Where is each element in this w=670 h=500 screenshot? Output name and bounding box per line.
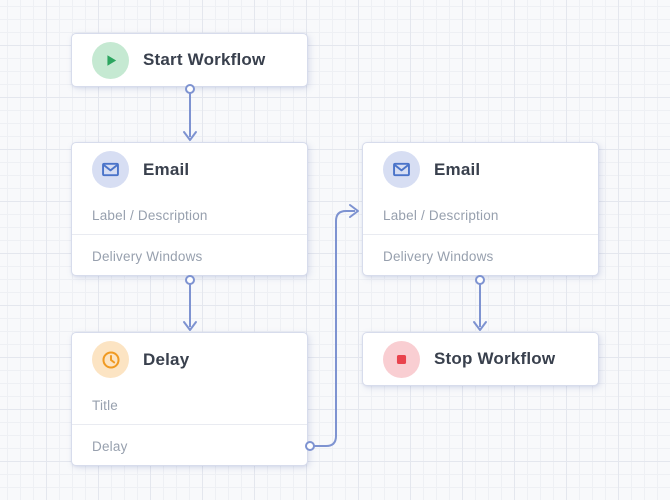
node-header: Start Workflow [72,34,307,86]
node-label-row[interactable]: Title [72,386,307,424]
node-header: Stop Workflow [363,333,598,385]
arrowhead-down-icon [473,321,487,331]
node-header: Delay [72,333,307,386]
connector-start-to-email-left [183,84,197,141]
divider [72,424,307,425]
node-label-row[interactable]: Label / Description [363,196,598,234]
connector-delay-to-email-right [305,204,359,451]
node-footer: Delivery Windows [383,248,494,264]
arrowhead-right-icon [349,204,359,218]
node-email-left[interactable]: Email Label / Description Delivery Windo… [71,142,308,276]
node-footer-row[interactable]: Delay [72,425,307,467]
connector-handle[interactable] [475,275,485,285]
envelope-icon [383,151,420,188]
connector-line [314,210,355,447]
node-footer-row[interactable]: Delivery Windows [363,235,598,277]
connector-handle[interactable] [185,275,195,285]
play-icon [92,41,129,79]
node-delay[interactable]: Delay Title Delay [71,332,308,466]
node-title: Email [143,159,190,179]
node-footer: Delivery Windows [92,248,203,264]
divider [363,234,598,235]
node-email-right[interactable]: Email Label / Description Delivery Windo… [362,142,599,276]
node-footer-row[interactable]: Delivery Windows [72,235,307,277]
node-header: Email [363,143,598,196]
node-title: Start Workflow [143,50,266,69]
node-title: Stop Workflow [434,349,556,368]
node-title: Email [434,159,481,179]
envelope-icon [92,151,129,188]
node-stop-workflow[interactable]: Stop Workflow [362,332,599,386]
node-label: Title [92,397,119,413]
node-label: Label / Description [92,207,208,223]
node-label: Label / Description [383,207,499,223]
divider [72,234,307,235]
node-label-row[interactable]: Label / Description [72,196,307,234]
arrowhead-down-icon [183,321,197,331]
connector-email-left-to-delay [183,275,197,331]
node-title: Delay [143,349,190,369]
node-header: Email [72,143,307,196]
arrowhead-down-icon [183,131,197,141]
stop-icon [383,340,420,378]
connector-email-right-to-stop [473,275,487,331]
clock-icon [92,341,129,378]
node-start-workflow[interactable]: Start Workflow [71,33,308,87]
node-footer: Delay [92,438,128,454]
